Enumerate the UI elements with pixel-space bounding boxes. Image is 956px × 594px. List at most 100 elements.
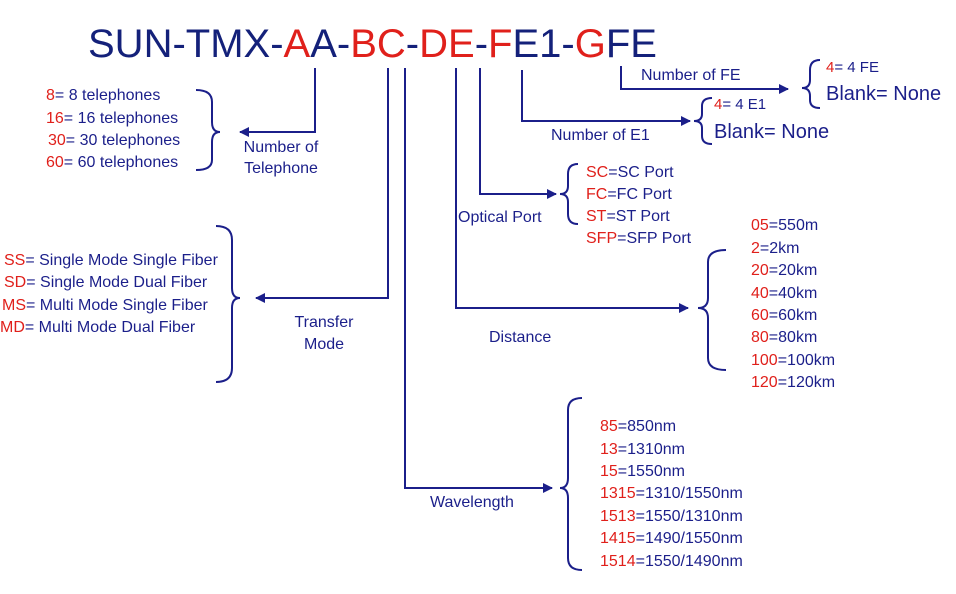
distance-option: 80=80km bbox=[751, 329, 817, 347]
wavelength-option: 1315=1310/1550nm bbox=[600, 485, 743, 503]
option-key: SS bbox=[4, 252, 26, 269]
distance-bracket bbox=[697, 249, 727, 371]
distance-option: 60=60km bbox=[751, 307, 817, 325]
option-key: 85 bbox=[600, 418, 618, 435]
wavelength-option: 1513=1550/1310nm bbox=[600, 508, 743, 526]
fe-option: Blank= None bbox=[826, 83, 941, 106]
distance-connector bbox=[455, 68, 689, 313]
option-key: 4 bbox=[714, 96, 723, 113]
distance-option: 2=2km bbox=[751, 240, 799, 258]
option-key: 8 bbox=[46, 87, 55, 104]
option-desc: = 30 telephones bbox=[65, 132, 181, 149]
wavelength-option: 1514=1550/1490nm bbox=[600, 553, 743, 571]
option-key: 1513 bbox=[600, 508, 636, 525]
option-key: 05 bbox=[751, 217, 769, 234]
label-number-of-e1: Number of E1 bbox=[551, 127, 650, 144]
option-desc: =1550nm bbox=[617, 463, 685, 480]
code-segment: DE bbox=[419, 22, 475, 66]
wavelength-connector bbox=[404, 68, 553, 493]
option-desc: =100km bbox=[777, 352, 836, 369]
e1-bracket bbox=[693, 97, 713, 145]
code-segment: G bbox=[574, 22, 606, 66]
label-wavelength: Wavelength bbox=[430, 494, 514, 511]
telephone-option: 8= 8 telephones bbox=[46, 87, 160, 105]
wavelength-option: 1415=1490/1550nm bbox=[600, 530, 743, 548]
mode-option: SS= Single Mode Single Fiber bbox=[4, 252, 218, 270]
port-option: ST=ST Port bbox=[586, 208, 670, 226]
code-segment: FE bbox=[605, 22, 657, 66]
option-key: 2 bbox=[751, 240, 760, 257]
option-key: SC bbox=[586, 164, 609, 181]
port-option: FC=FC Port bbox=[586, 186, 672, 204]
label-optical-port: Optical Port bbox=[458, 209, 542, 226]
option-key: 20 bbox=[751, 262, 769, 279]
telephone-connector bbox=[239, 68, 316, 137]
label-line: Mode bbox=[303, 336, 345, 353]
option-key: MD bbox=[0, 319, 25, 336]
option-desc: =ST Port bbox=[606, 208, 670, 225]
option-desc: =1310nm bbox=[617, 441, 685, 458]
telephone-option: 16= 16 telephones bbox=[46, 110, 178, 128]
telephone-option: 30= 30 telephones bbox=[48, 132, 180, 150]
distance-option: 05=550m bbox=[751, 217, 818, 235]
fe-bracket bbox=[801, 59, 821, 109]
label-line: Transfer bbox=[294, 314, 354, 331]
port-option: SC=SC Port bbox=[586, 164, 674, 182]
code-segment: - bbox=[405, 22, 420, 66]
distance-option: 120=120km bbox=[751, 374, 835, 392]
wavelength-bracket bbox=[559, 397, 583, 571]
option-desc: =60km bbox=[768, 307, 818, 324]
option-desc: =FC Port bbox=[607, 186, 672, 203]
option-desc: = Multi Mode Dual Fiber bbox=[24, 319, 196, 336]
option-desc: = 60 telephones bbox=[63, 154, 179, 171]
mode-option: MD= Multi Mode Dual Fiber bbox=[0, 319, 195, 337]
option-key: FC bbox=[586, 186, 608, 203]
transfer-mode-bracket bbox=[215, 225, 241, 383]
option-key: MS bbox=[2, 297, 26, 314]
label-line: Number of bbox=[243, 139, 319, 156]
distance-option: 20=20km bbox=[751, 262, 817, 280]
option-key: 120 bbox=[751, 374, 778, 391]
code-segment: SUN-TMX- bbox=[88, 22, 284, 66]
option-desc: = 8 telephones bbox=[54, 87, 161, 104]
code-segment: A bbox=[283, 22, 311, 66]
option-key: 16 bbox=[46, 110, 64, 127]
option-desc: =550m bbox=[768, 217, 819, 234]
option-desc: =1550/1490nm bbox=[635, 553, 743, 570]
option-desc: =120km bbox=[777, 374, 836, 391]
label-transfer-mode: Transfer Mode bbox=[284, 314, 364, 354]
option-desc: =20km bbox=[768, 262, 818, 279]
option-desc: =1310/1550nm bbox=[635, 485, 743, 502]
option-desc: = Multi Mode Single Fiber bbox=[26, 297, 208, 314]
transfer-mode-connector bbox=[255, 68, 389, 303]
optical-port-bracket bbox=[559, 163, 579, 225]
port-option: SFP=SFP Port bbox=[586, 230, 691, 248]
option-key: 30 bbox=[48, 132, 66, 149]
label-distance: Distance bbox=[489, 329, 552, 346]
label-number-of-telephone: Number of Telephone bbox=[238, 139, 324, 178]
option-key: SFP bbox=[586, 230, 618, 247]
e1-connector bbox=[521, 70, 691, 126]
wavelength-option: 85=850nm bbox=[600, 418, 676, 436]
option-key: 60 bbox=[46, 154, 64, 171]
option-key: 40 bbox=[751, 285, 769, 302]
option-desc: =SFP Port bbox=[617, 230, 692, 247]
option-desc: =80km bbox=[768, 329, 818, 346]
code-segment: F bbox=[488, 22, 513, 66]
code-segment: BC bbox=[350, 22, 406, 66]
label-number-of-fe: Number of FE bbox=[641, 67, 741, 84]
option-desc: Blank= None bbox=[826, 83, 942, 105]
option-key: SD bbox=[4, 274, 27, 291]
option-desc: =SC Port bbox=[608, 164, 674, 181]
option-desc: = Single Mode Single Fiber bbox=[25, 252, 218, 269]
option-key: 100 bbox=[751, 352, 778, 369]
label-line: Telephone bbox=[244, 160, 318, 177]
telephone-bracket bbox=[195, 89, 221, 171]
code-segment: - bbox=[474, 22, 489, 66]
code-segment: E1- bbox=[512, 22, 575, 66]
option-key: 1415 bbox=[600, 530, 636, 547]
option-desc: = 16 telephones bbox=[63, 110, 179, 127]
fe-option: 4= 4 FE bbox=[826, 59, 879, 76]
distance-option: 100=100km bbox=[751, 352, 835, 370]
